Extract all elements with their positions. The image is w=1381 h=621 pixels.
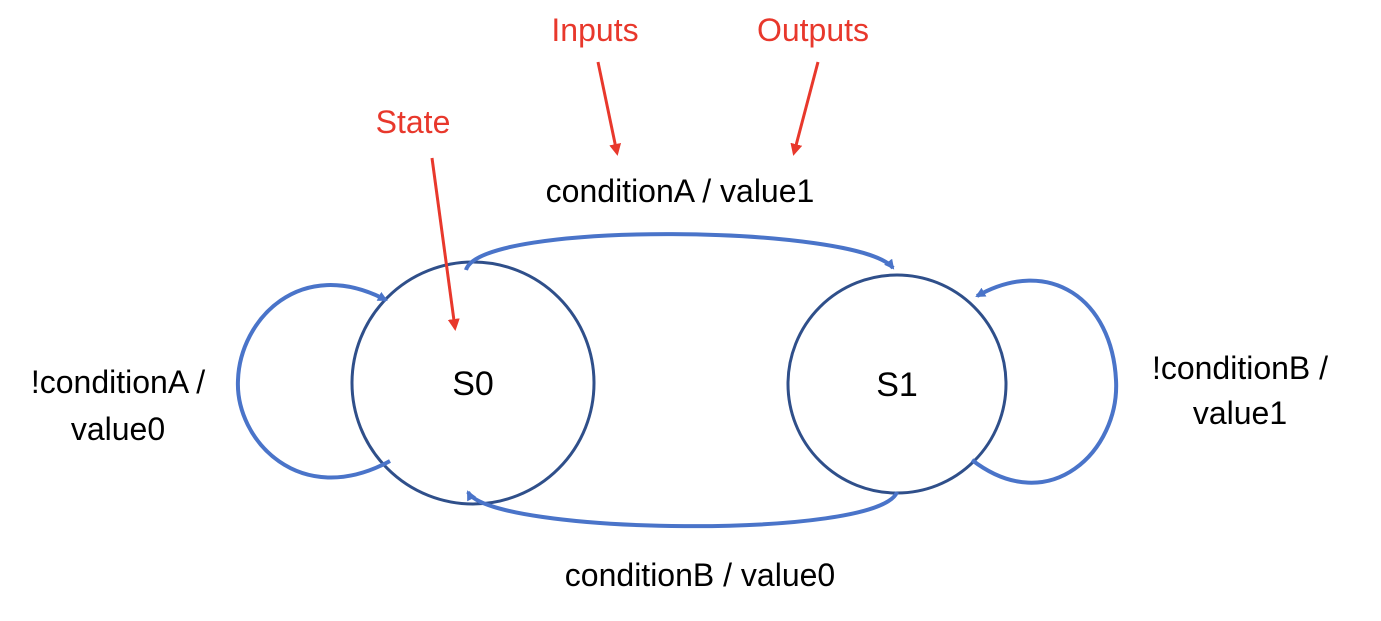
- annotation-outputs: Outputs: [757, 12, 869, 48]
- transition-s1-to-s0-label: conditionB / value0: [565, 557, 835, 593]
- annotation-inputs-arrow: [596, 61, 622, 156]
- annotation-outputs-arrow: [790, 61, 820, 156]
- annotation-state: State: [376, 104, 451, 140]
- state-s1-label: S1: [876, 366, 918, 404]
- state-s0-label: S0: [452, 365, 494, 403]
- transition-s1-self-label-line1: !conditionB /: [1152, 350, 1328, 386]
- transition-s0-self-label-line1: !conditionA /: [31, 364, 205, 400]
- annotation-inputs: Inputs: [551, 12, 638, 48]
- transition-s0-self-label-line2: value0: [71, 411, 165, 447]
- annotation-state-arrow: [430, 157, 460, 331]
- transition-s0-self-loop: [235, 283, 391, 480]
- transition-s1-self-loop: [970, 278, 1119, 485]
- transition-s0-to-s1-arrow: [464, 232, 895, 271]
- transition-s0-to-s1-label: conditionA / value1: [546, 173, 815, 209]
- transition-s1-self-label-line2: value1: [1193, 395, 1287, 431]
- transition-s1-to-s0-arrow: [466, 490, 899, 529]
